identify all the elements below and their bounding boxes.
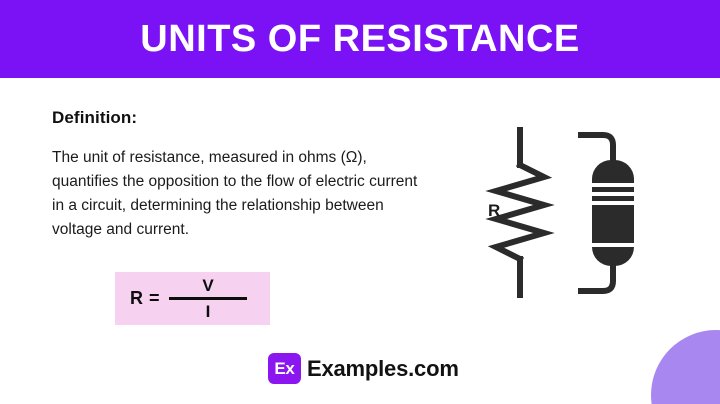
definition-body-text: The unit of resistance, measured in ohms…	[52, 149, 418, 238]
formula-fraction: V I	[169, 277, 247, 320]
brand-name-text: Examples.com	[307, 355, 459, 381]
resistor-diagram-svg	[485, 127, 636, 298]
formula-left-hand-side: R =	[129, 288, 160, 308]
resistor-band-3	[590, 201, 636, 205]
resistor-illustration: R	[470, 125, 670, 300]
formula-expression: R = V I	[130, 277, 247, 320]
definition-heading: Definition:	[52, 108, 138, 127]
resistor-band-2	[590, 192, 636, 196]
resistor-band-1	[590, 183, 636, 187]
resistor-band-4	[590, 243, 636, 247]
formula-denominator: I	[205, 302, 211, 321]
header-banner: UNITS OF RESISTANCE	[0, 0, 720, 78]
page-title: UNITS OF RESISTANCE	[140, 18, 580, 60]
brand-badge-icon: Ex	[268, 353, 301, 384]
zigzag-resistor-symbol	[485, 127, 555, 298]
decorative-corner-circle	[651, 330, 720, 404]
formula-numerator: V	[202, 276, 214, 295]
axial-resistor-body	[578, 132, 636, 294]
fraction-bar	[169, 297, 247, 300]
resistor-symbol-label: R	[488, 201, 501, 220]
brand-logo[interactable]: Ex Examples.com	[268, 353, 459, 384]
formula-box: R = V I	[115, 272, 270, 325]
